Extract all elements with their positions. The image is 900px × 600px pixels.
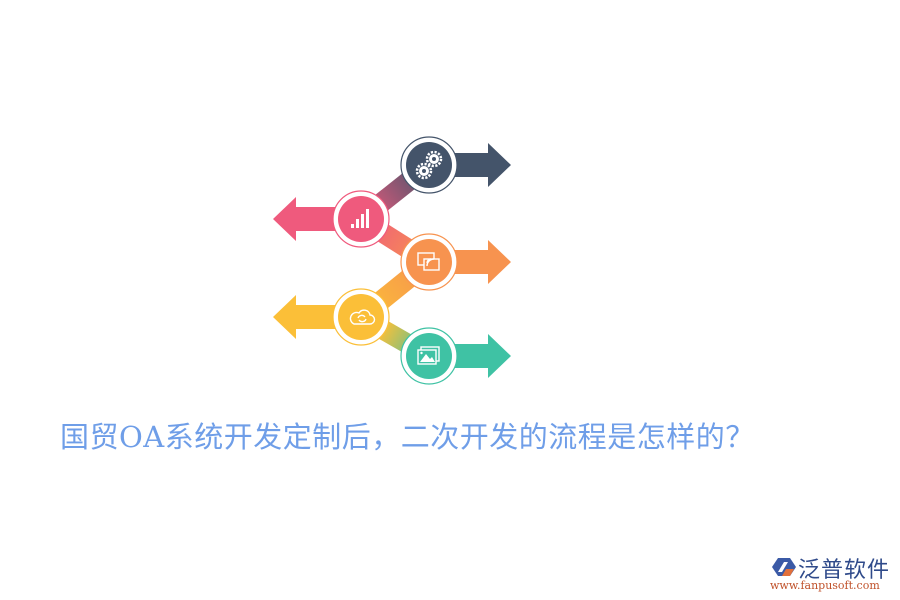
step-node-4 xyxy=(332,288,390,346)
step-node-1 xyxy=(400,136,458,194)
brand-logo: 泛普软件 www.fanpusoft.com xyxy=(768,552,898,596)
cloud-sync-icon xyxy=(349,309,376,325)
gears-icon xyxy=(415,150,443,180)
image-gallery-icon xyxy=(417,346,440,365)
step-node-2 xyxy=(332,190,390,248)
arrow-right-step-5 xyxy=(440,334,511,378)
logo-url: www.fanpusoft.com xyxy=(770,579,880,592)
arrow-left-step-2 xyxy=(273,197,350,241)
step-node-3 xyxy=(400,233,458,291)
arrow-right-step-3 xyxy=(440,240,511,284)
arrow-left-step-4 xyxy=(273,295,350,339)
page-title: 国贸OA系统开发定制后，二次开发的流程是怎样的？ xyxy=(60,420,755,454)
logo-name: 泛普软件 xyxy=(798,558,891,583)
bar-chart-icon xyxy=(351,209,369,228)
step-node-5 xyxy=(400,327,458,385)
screen-cast-icon xyxy=(417,252,440,271)
arrow-right-step-1 xyxy=(440,143,511,187)
logo-mark-icon xyxy=(772,558,796,576)
